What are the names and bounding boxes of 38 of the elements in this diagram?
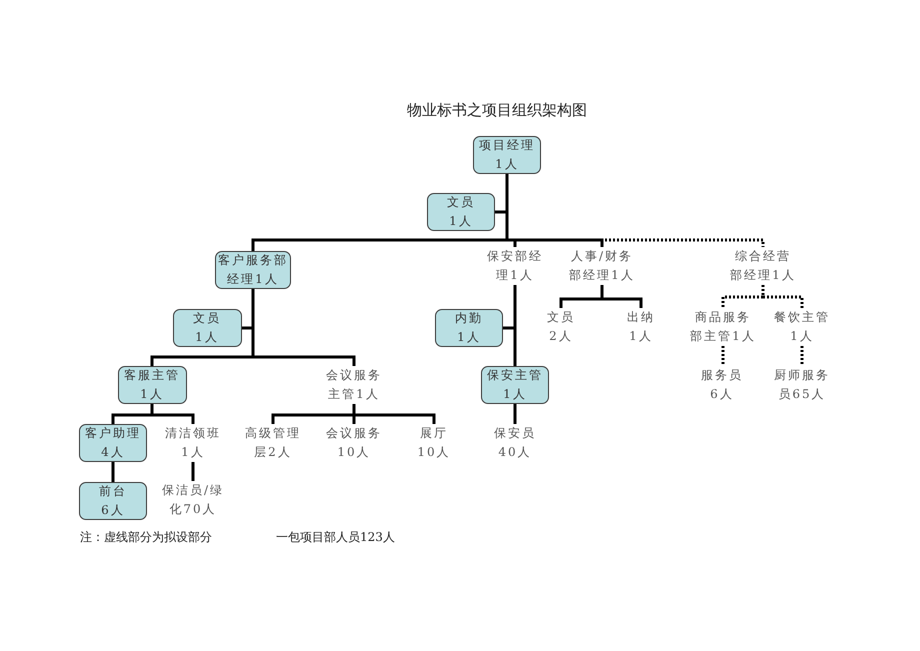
chart-title: 物业标书之项目组织架构图 [407, 101, 587, 120]
position-box: 客户助理4人 [79, 424, 147, 462]
connector-line [762, 285, 804, 308]
connector-line [800, 346, 804, 366]
position-label: 会议服务主管1人 [324, 366, 384, 404]
position-box: 客户服务部经理1人 [215, 251, 291, 289]
position-box: 前台6人 [79, 482, 147, 520]
connector-line [192, 462, 194, 481]
connector-line [150, 404, 194, 424]
connector-line [352, 404, 436, 424]
position-label: 文员2人 [545, 308, 577, 346]
position-box: 内勤1人 [435, 309, 503, 347]
position-box: 客服主管1人 [118, 366, 186, 404]
position-label: 会议服务10人 [324, 424, 384, 462]
position-label: 保安部经理1人 [485, 247, 545, 285]
position-label: 商品服务部主管1人 [689, 308, 757, 346]
position-label: 厨师服务员65人 [772, 366, 832, 404]
note-text: 一包项目部人员123人 [276, 529, 395, 546]
connector-line [252, 289, 356, 366]
position-label: 餐饮主管1人 [772, 308, 832, 346]
connector-line [112, 462, 114, 482]
position-label: 高级管理层2人 [243, 424, 303, 462]
position-label: 服务员6人 [699, 366, 745, 404]
position-box: 项目经理1人 [473, 136, 541, 174]
connector-line [722, 346, 724, 366]
position-label: 展厅10人 [417, 424, 451, 462]
position-label: 出纳1人 [625, 308, 657, 346]
position-label: 清洁领班1人 [163, 424, 223, 462]
position-label: 保安员40人 [493, 424, 537, 462]
position-box: 文员1人 [427, 193, 495, 231]
position-label: 人事/财务部经理1人 [567, 247, 637, 285]
position-box: 保安主管1人 [481, 366, 549, 404]
position-label: 综合经营部经理1人 [729, 247, 797, 285]
position-box: 文员1人 [172, 309, 242, 347]
position-label: 保洁员/绿化70人 [160, 481, 226, 519]
note-text: 注：虚线部分为拟设部分 [80, 529, 212, 546]
connector-line [600, 285, 642, 308]
connector-line [514, 404, 516, 424]
